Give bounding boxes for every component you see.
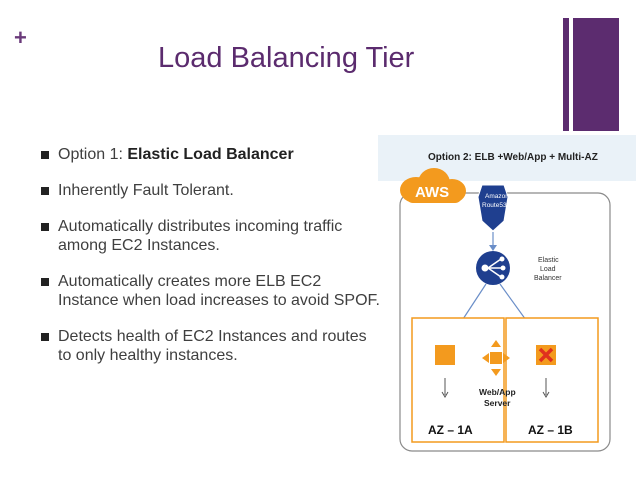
arrow-head-icon <box>542 391 550 398</box>
bullet-square-icon <box>41 223 49 231</box>
bullet-item: Detects health of EC2 Instances and rout… <box>36 327 381 365</box>
plus-mark: + <box>14 25 27 50</box>
bullet-text: Option 1: <box>58 146 128 163</box>
bullet-text: Automatically creates more ELB EC2 Insta… <box>58 273 380 309</box>
aws-label: AWS <box>415 184 449 201</box>
accent-bar-thick <box>573 18 619 131</box>
bullet-text: Automatically distributes incoming traff… <box>58 218 343 254</box>
route53-label-line1: Amazon <box>485 193 509 200</box>
accent-bar-thin <box>563 18 569 131</box>
healthy-instance-icon <box>435 345 455 365</box>
bullet-text: Inherently Fault Tolerant. <box>58 182 234 199</box>
bullet-square-icon <box>41 187 49 195</box>
bullet-square-icon <box>41 278 49 286</box>
slide-title: Load Balancing Tier <box>158 42 415 74</box>
arrow-head-icon <box>441 391 449 398</box>
az-1a-box <box>411 317 505 443</box>
bullet-item: Automatically distributes incoming traff… <box>36 217 381 255</box>
route53-label-line2: Route53 <box>482 202 507 209</box>
webapp-label-line2: Server <box>484 398 511 408</box>
aws-cloud-icon <box>400 168 466 203</box>
diagram-header-band <box>378 135 636 181</box>
arrow-head-icon <box>489 245 497 251</box>
bullet-text: Detects health of EC2 Instances and rout… <box>58 328 367 364</box>
webapp-label-line1: Web/App <box>479 387 516 397</box>
az-1b-box <box>505 317 599 443</box>
bullet-list: Option 1: Elastic Load Balancer Inherent… <box>36 145 381 382</box>
elb-label-line2: Load <box>540 266 556 273</box>
diagram-heading: Option 2: ELB +Web/App + Multi-AZ <box>428 152 598 163</box>
bullet-square-icon <box>41 333 49 341</box>
bullet-item: Option 1: Elastic Load Balancer <box>36 145 381 164</box>
bullet-square-icon <box>41 151 49 159</box>
route53-shield-icon <box>477 184 509 232</box>
failed-instance-icon <box>536 345 556 365</box>
elb-icon <box>476 251 510 285</box>
az-1b-label: AZ – 1B <box>528 423 573 437</box>
elb-label-line3: Balancer <box>534 275 562 282</box>
webapp-scaling-icon <box>482 340 510 376</box>
architecture-diagram: Option 2: ELB +Web/App + Multi-AZ AWS Am… <box>378 135 636 452</box>
bullet-bold-text: Elastic Load Balancer <box>127 146 294 163</box>
bullet-item: Automatically creates more ELB EC2 Insta… <box>36 272 381 310</box>
az-1a-label: AZ – 1A <box>428 423 473 437</box>
bullet-item: Inherently Fault Tolerant. <box>36 181 381 200</box>
elb-label-line1: Elastic <box>538 257 559 264</box>
